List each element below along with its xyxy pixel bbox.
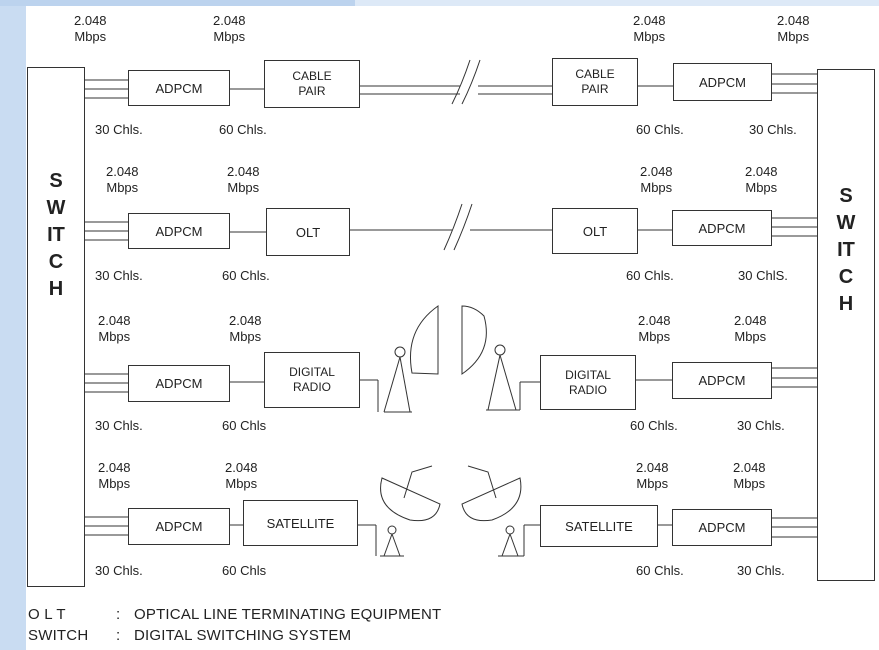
satellite-box: SATELLITE xyxy=(243,500,358,546)
channel-label: 30 Chls. xyxy=(95,268,143,283)
page-left-band xyxy=(0,0,26,650)
channel-label: 60 Chls xyxy=(222,563,267,578)
right-switch-block xyxy=(817,69,875,581)
channel-label: 30 Chls. xyxy=(95,418,143,433)
adpcm-box: ADPCM xyxy=(672,210,772,246)
adpcm-box: ADPCM xyxy=(128,213,230,249)
channel-label: 60 Chls. xyxy=(219,122,267,137)
channel-label: 60 Chls. xyxy=(630,418,678,433)
channel-label: 30 Chls. xyxy=(737,418,785,433)
left-switch-label: SWITCH xyxy=(46,170,66,300)
channel-label: 30 Chls. xyxy=(749,122,797,137)
legend-switch: SWITCH:DIGITAL SWITCHING SYSTEM xyxy=(28,627,352,644)
channel-label: 60 Chls. xyxy=(636,122,684,137)
channel-label: 30 Chls. xyxy=(737,563,785,578)
channel-label: 60 Chls. xyxy=(626,268,674,283)
adpcm-box: ADPCM xyxy=(128,508,230,545)
channel-label: 60 Chls xyxy=(222,418,267,433)
adpcm-box: ADPCM xyxy=(128,70,230,106)
right-switch-label: SWITCH xyxy=(836,185,856,315)
adpcm-box: ADPCM xyxy=(672,509,772,546)
channel-label: 30 Chls. xyxy=(95,122,143,137)
channel-label: 60 Chls. xyxy=(222,268,270,283)
left-switch-block xyxy=(27,67,85,587)
channel-label: 30 ChlS. xyxy=(738,268,788,283)
page-top-band xyxy=(0,0,879,6)
page-top-accent xyxy=(0,0,355,6)
channel-label: 30 Chls. xyxy=(95,563,143,578)
adpcm-box: ADPCM xyxy=(673,63,772,101)
satellite-box: SATELLITE xyxy=(540,505,658,547)
legend-olt: O L T:OPTICAL LINE TERMINATING EQUIPMENT xyxy=(28,606,442,623)
olt-box: OLT xyxy=(266,208,350,256)
channel-label: 60 Chls. xyxy=(636,563,684,578)
adpcm-box: ADPCM xyxy=(672,362,772,399)
adpcm-box: ADPCM xyxy=(128,365,230,402)
olt-box: OLT xyxy=(552,208,638,254)
